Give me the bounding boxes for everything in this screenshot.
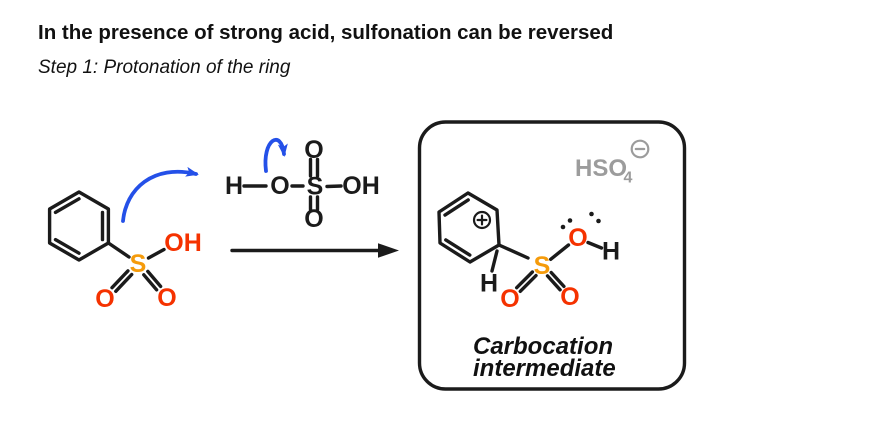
benzene-ring [47,190,111,262]
minus-charge-icon [630,139,650,159]
product-box: HSO 4 H S O [417,120,687,391]
plus-charge-icon [472,210,492,230]
cyclohexadienyl-cation-ring [437,191,501,264]
page-title: In the presence of strong acid, sulfonat… [38,21,613,44]
hydroxyl-label: OH [342,172,380,200]
hydroxyl-hydrogen-label: H [602,238,620,266]
oxygen-atom-label: O [500,285,519,313]
oxygen-atom-label: O [270,172,289,200]
counterion-subscript: 4 [624,170,633,187]
oxygen-atom-label: O [560,283,579,311]
oxygen-atom-label: O [95,285,114,313]
electron-arrow-ring-to-proton [121,166,199,223]
caption-line-1: Carbocation [473,333,613,360]
hydroxyl-label: OH [164,229,202,257]
oxygen-atom-label: O [157,284,176,312]
proton-label: H [225,172,243,200]
counterion-formula: HSO [575,155,627,182]
hydroxyl-oxygen-label: O [568,224,587,252]
benzenesulfonic-acid-structure: S OH O O [47,190,202,313]
protonated-sulfonic-group: H S O O O H [480,211,620,313]
oxygen-atom-label: O [304,205,323,233]
sulfonic-acid-group: S OH O O [95,229,201,313]
sulfur-atom-label: S [534,252,551,280]
step-subtitle: Step 1: Protonation of the ring [38,57,291,78]
electron-arrow-oh-bond-to-oxygen [263,138,288,173]
sulfur-atom-label: S [130,250,147,278]
ring-hydrogen-label: H [480,270,498,298]
bisulfate-counterion: HSO 4 [575,139,650,187]
sulfuric-acid-structure: H O S OH O O [225,136,380,233]
product-box-border [417,120,687,391]
lone-pair-dots [560,211,601,230]
oxygen-atom-label: O [304,136,323,164]
reaction-arrow [230,243,399,258]
sulfur-atom-label: S [307,173,324,201]
caption-line-2: intermediate [473,355,616,382]
